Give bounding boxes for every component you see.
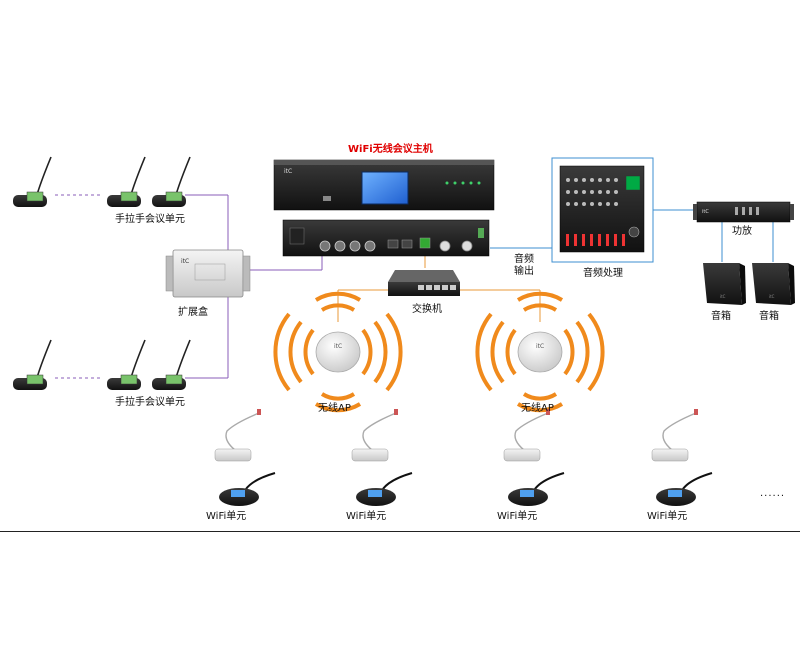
svg-text:itC: itC xyxy=(702,209,709,215)
label-audio-processing: 音频处理 xyxy=(583,268,623,279)
svg-text:itC: itC xyxy=(334,343,342,350)
label-wifi-unit-2: WiFi单元 xyxy=(346,511,387,522)
conference-unit xyxy=(13,339,52,390)
power-amplifier: itC xyxy=(693,201,794,223)
label-audio-out-2: 输出 xyxy=(514,266,534,277)
label-amplifier: 功放 xyxy=(732,226,752,237)
wifi-units xyxy=(214,409,713,506)
label-switch: 交换机 xyxy=(412,304,442,315)
conference-unit xyxy=(152,339,191,390)
host-title: WiFi无线会议主机 xyxy=(348,144,433,155)
label-wifi-unit-3: WiFi单元 xyxy=(497,511,538,522)
host-front-panel: itC xyxy=(273,159,495,211)
bottom-divider xyxy=(0,531,800,532)
svg-text:itC: itC xyxy=(769,294,775,299)
wifi-unit xyxy=(214,409,276,506)
host-rear-panel xyxy=(282,219,490,257)
label-ellipsis: ...... xyxy=(760,488,786,499)
conference-unit xyxy=(152,156,191,207)
label-handheld-units-top: 手拉手会议单元 xyxy=(115,214,185,225)
svg-text:itC: itC xyxy=(720,294,726,299)
conference-unit xyxy=(107,339,146,390)
wifi-unit xyxy=(651,409,713,506)
label-handheld-units-bottom: 手拉手会议单元 xyxy=(115,397,185,408)
conference-units-top xyxy=(13,156,191,207)
wifi-unit xyxy=(503,409,565,506)
expansion-box: itC xyxy=(165,249,251,298)
label-ap-left: 无线AP xyxy=(318,403,351,414)
label-expansion-box: 扩展盒 xyxy=(178,307,208,318)
wireless-ap-left: itC xyxy=(273,291,403,413)
network-switch xyxy=(388,270,460,296)
conference-unit xyxy=(13,156,52,207)
conference-unit xyxy=(107,156,146,207)
conference-units-bottom xyxy=(13,339,191,390)
speaker-right: itC xyxy=(752,263,795,305)
wifi-unit xyxy=(351,409,413,506)
label-audio-out-1: 音频 xyxy=(514,254,534,265)
svg-text:itC: itC xyxy=(284,168,292,175)
label-ap-right: 无线AP xyxy=(521,403,554,414)
speaker-left: itC xyxy=(703,263,746,305)
label-wifi-unit-4: WiFi单元 xyxy=(647,511,688,522)
svg-text:itC: itC xyxy=(536,343,544,350)
label-speaker-left: 音箱 xyxy=(711,311,731,322)
label-wifi-unit-1: WiFi单元 xyxy=(206,511,247,522)
svg-text:itC: itC xyxy=(181,258,189,265)
audio-mixer xyxy=(559,165,645,253)
wireless-ap-right: itC xyxy=(475,291,605,413)
label-speaker-right: 音箱 xyxy=(759,311,779,322)
